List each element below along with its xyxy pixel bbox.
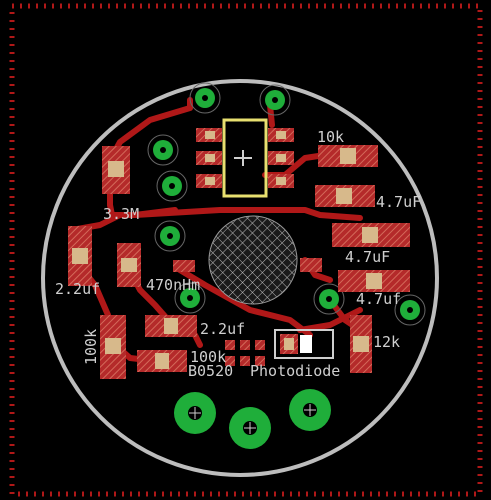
label-2-2uf-left: 2.2uf — [55, 280, 100, 298]
capacitor-4-7uf-a[interactable] — [315, 185, 375, 207]
label-4-7uf-c: 4.7uf — [356, 290, 401, 308]
resistor-12k[interactable] — [350, 315, 372, 373]
board-outline — [41, 79, 439, 477]
capacitor-4-7uf-c[interactable] — [338, 270, 410, 292]
via-hole-icon[interactable] — [147, 134, 179, 166]
mounting-pad-icon[interactable] — [229, 407, 271, 449]
mounting-pad-icon[interactable] — [289, 389, 331, 431]
vias — [147, 82, 426, 326]
small-pad[interactable] — [300, 258, 322, 272]
label-4-7uf-a: 4.7uF — [376, 193, 421, 211]
diode-b0520[interactable] — [225, 340, 265, 366]
capacitor-2-2uf-left[interactable] — [68, 226, 92, 286]
label-3-3m: 3.3M — [103, 205, 139, 223]
smd-components — [68, 145, 410, 379]
label-4-7uf-b: 4.7uF — [345, 248, 390, 266]
resistor-3-3m[interactable] — [102, 146, 130, 194]
via-hole-icon[interactable] — [189, 82, 221, 114]
label-12k: 12k — [373, 333, 400, 351]
hatched-sensor-icon[interactable] — [208, 215, 298, 305]
capacitor-2-2uf-mid[interactable] — [145, 315, 197, 337]
label-b0520: B0520 — [188, 362, 233, 380]
dual-inline-ic-icon[interactable] — [196, 118, 294, 198]
resistor-100k-left[interactable] — [100, 315, 126, 379]
inductor-470nhm[interactable] — [117, 243, 195, 287]
via-hole-icon[interactable] — [154, 220, 186, 252]
photodiode-component[interactable] — [274, 329, 334, 359]
label-100k-bottom: 100k — [190, 348, 226, 366]
silkscreen-labels: 10k 4.7uF 3.3M 4.7uF 2.2uf 470nHm 4.7uf … — [55, 128, 421, 380]
label-2-2uf-mid: 2.2uf — [200, 320, 245, 338]
mounting-pads — [174, 389, 331, 449]
via-hole-icon[interactable] — [313, 283, 345, 315]
capacitor-4-7uf-b[interactable] — [332, 223, 410, 247]
via-hole-icon[interactable] — [259, 84, 291, 116]
resistor-10k[interactable] — [318, 145, 378, 167]
label-10k: 10k — [317, 128, 344, 146]
frame-dots — [9, 3, 483, 497]
mounting-pad-icon[interactable] — [174, 392, 216, 434]
label-photodiode: Photodiode — [250, 362, 340, 380]
via-hole-icon[interactable] — [174, 282, 206, 314]
label-100k-left: 100k — [82, 329, 100, 365]
via-hole-icon[interactable] — [156, 170, 188, 202]
via-hole-icon[interactable] — [394, 294, 426, 326]
label-470nhm: 470nHm — [146, 276, 200, 294]
resistor-100k-bottom[interactable] — [137, 350, 187, 372]
